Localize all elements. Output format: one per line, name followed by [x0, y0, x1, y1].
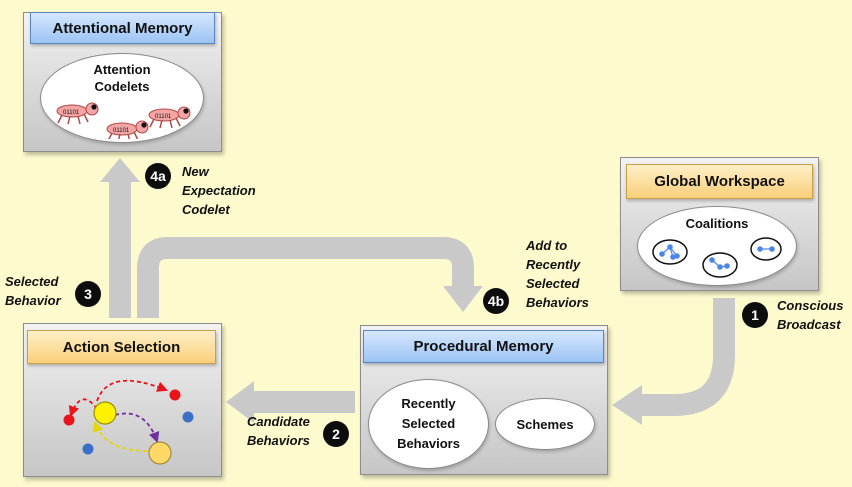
step-label-add-to-recently-selected: Add to Recently Selected Behaviors	[526, 238, 589, 310]
step-label-conscious-broadcast: Conscious Broadcast	[777, 298, 844, 332]
arrow-conscious-broadcast	[640, 298, 735, 416]
svg-text:01101: 01101	[63, 110, 80, 116]
attentional-memory-title: Attentional Memory	[30, 12, 215, 44]
step-badge-2: 2	[323, 421, 349, 447]
step-badge-3: 3	[75, 281, 101, 307]
schemes-ellipse: Schemes	[495, 398, 595, 450]
arrow-to-attentional-memory	[100, 158, 140, 318]
arrow-to-procedural-memory-head	[443, 286, 483, 312]
arrow-conscious-broadcast-head	[612, 385, 642, 425]
step-badge-4b: 4b	[483, 288, 509, 314]
svg-text:01101: 01101	[113, 128, 130, 134]
coalition-icon	[652, 237, 782, 278]
ant-codelet-icon: 01101 01101 01101	[56, 102, 191, 139]
step-badge-1: 1	[742, 302, 768, 328]
arrow-candidate-behaviors	[226, 381, 355, 423]
step-badge-4a: 4a	[145, 163, 171, 189]
procedural-memory-title: Procedural Memory	[363, 330, 604, 363]
behavior-network-icon	[63, 379, 194, 465]
action-selection-title: Action Selection	[27, 330, 216, 364]
coalitions-label: Coalitions	[685, 216, 749, 231]
svg-text:01101: 01101	[155, 114, 172, 120]
step-label-new-expectation-codelet: New Expectation Codelet	[182, 164, 256, 217]
step-label-candidate-behaviors: Candidate Behaviors	[247, 414, 310, 448]
attention-codelets-label: Attention Codelets	[93, 62, 151, 94]
arrow-to-procedural-memory	[137, 237, 474, 318]
coalitions-ellipse: Coalitions	[637, 206, 797, 286]
step-label-selected-behavior: Selected Behavior	[5, 274, 61, 308]
recently-selected-behaviors-ellipse: Recently Selected Behaviors	[368, 379, 489, 469]
global-workspace-title: Global Workspace	[626, 164, 813, 199]
